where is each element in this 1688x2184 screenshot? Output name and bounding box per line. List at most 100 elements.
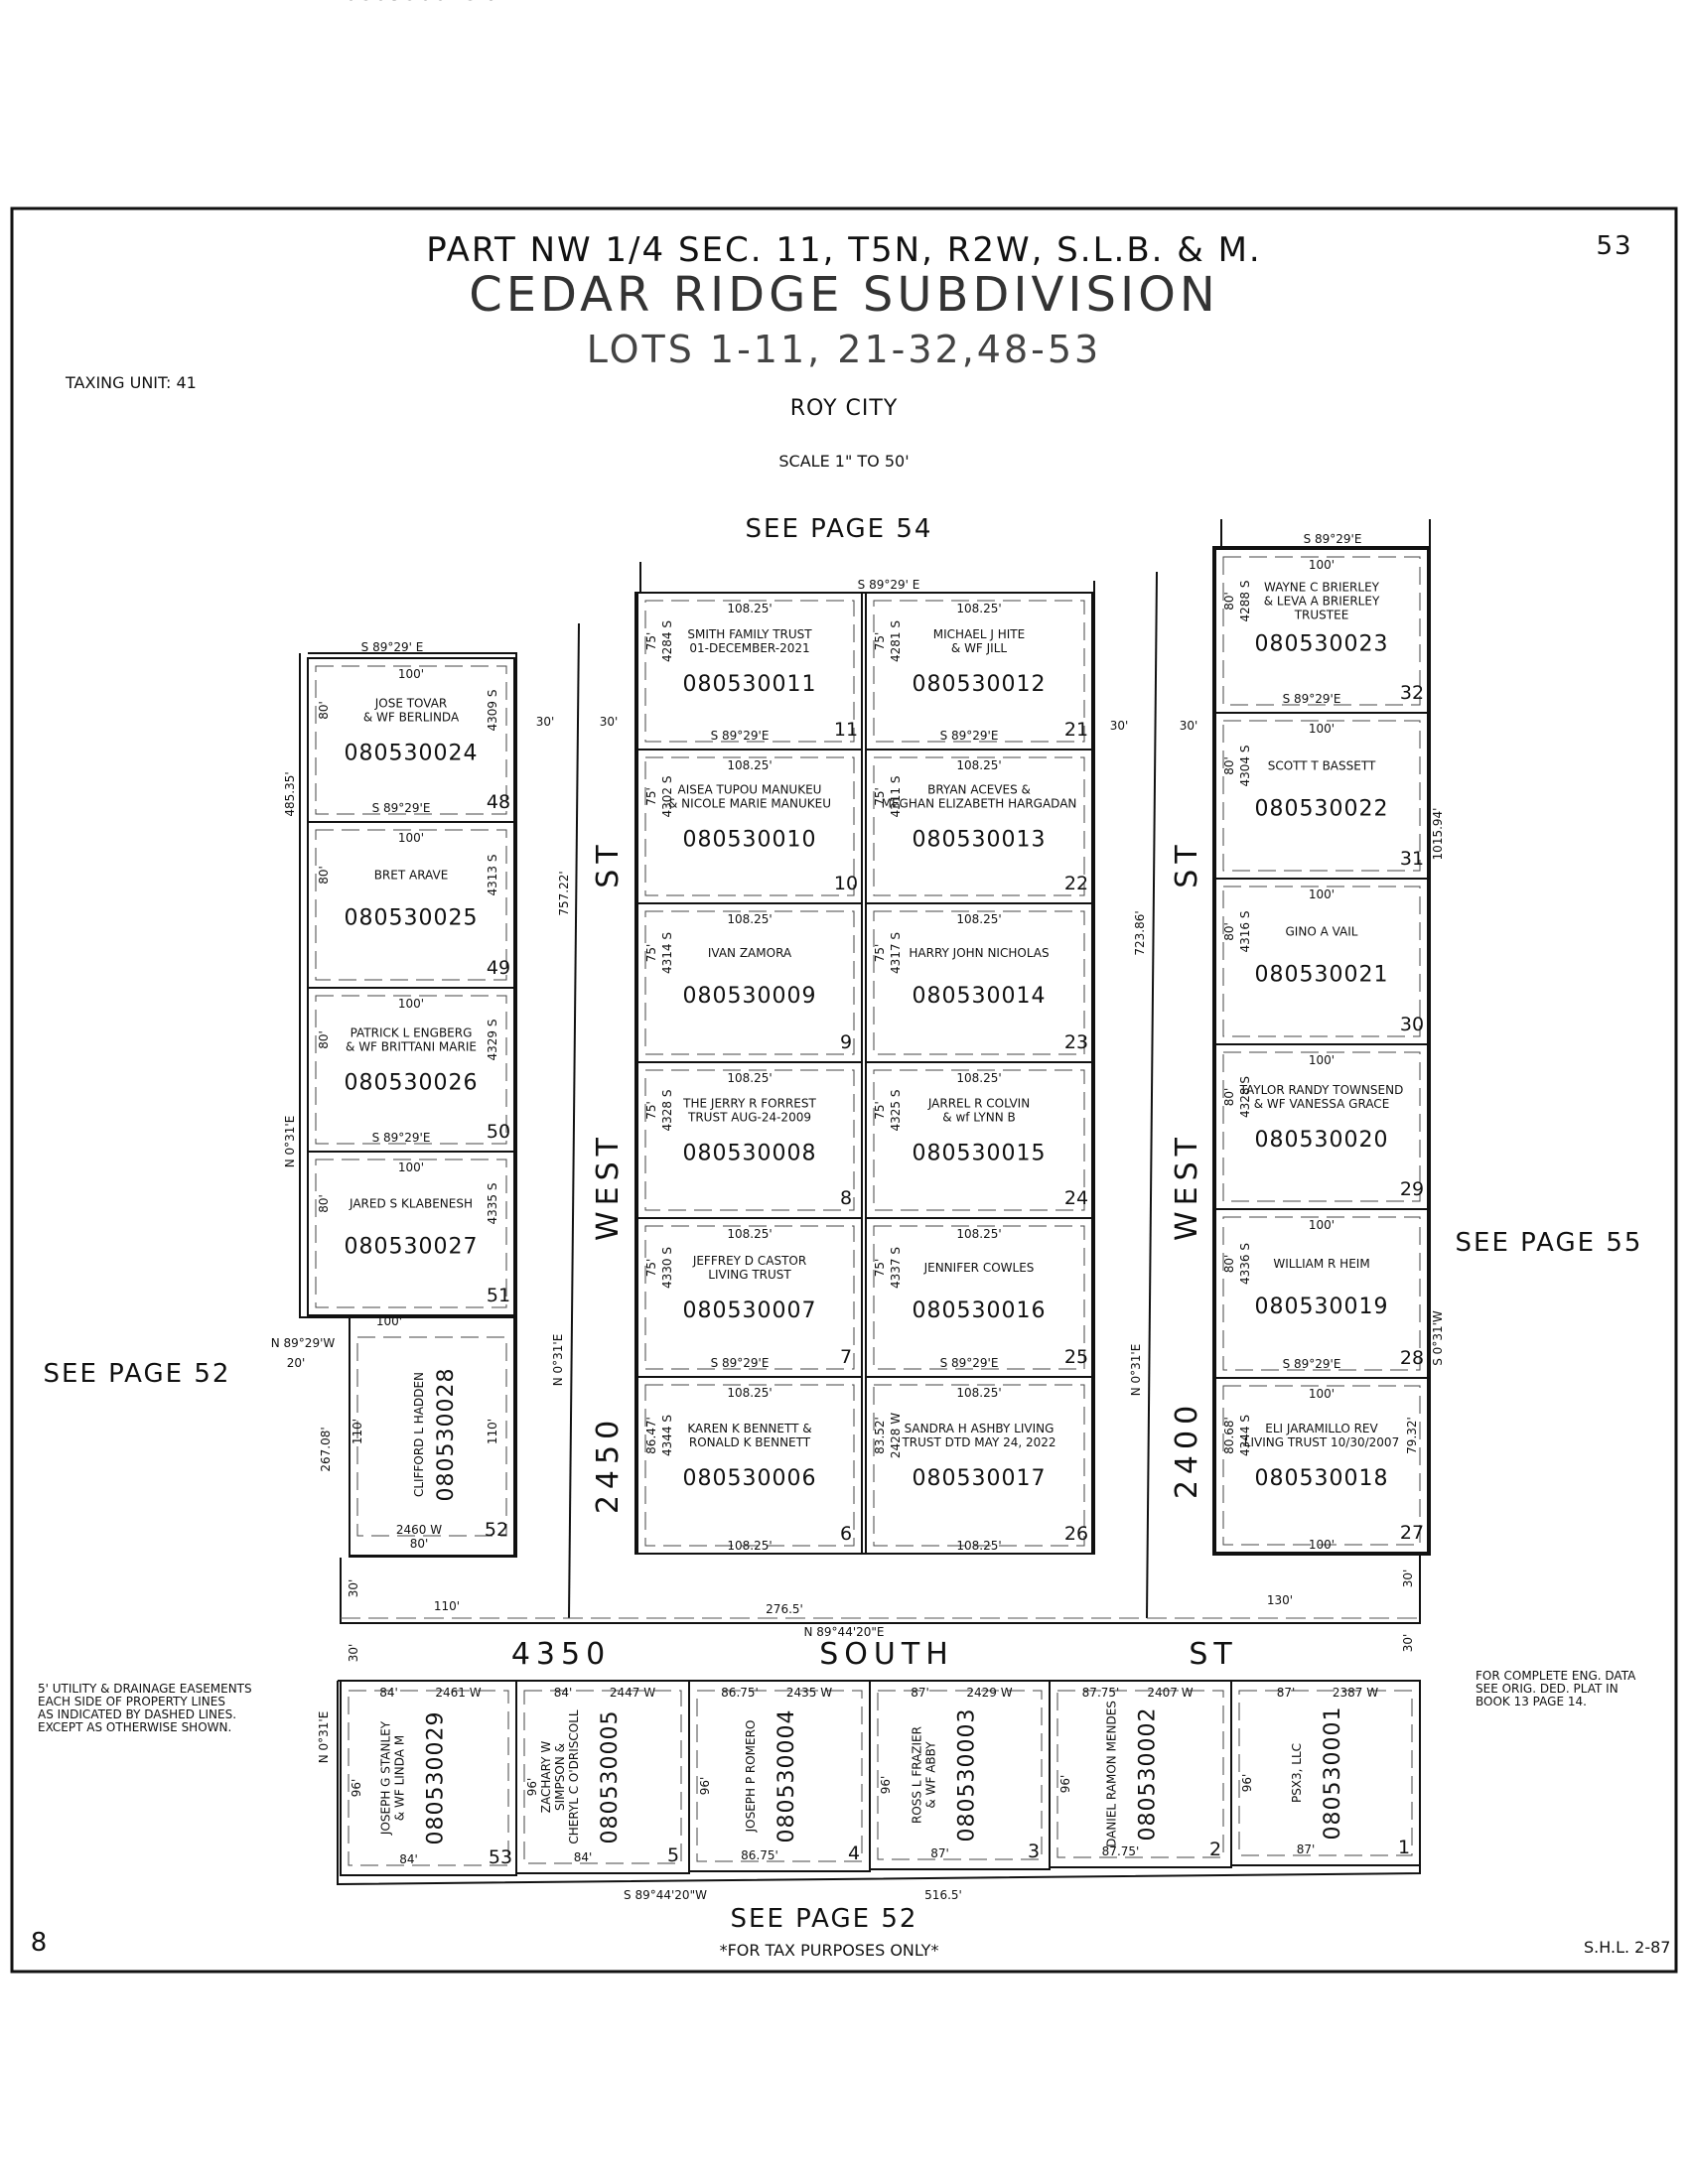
lot-depth: 75'	[644, 1101, 658, 1120]
dim-485: 485.35'	[283, 771, 297, 816]
owner-name: CLIFFORD L HADDEN	[349, 0, 474, 3]
parcel-number: 080530005	[598, 1710, 623, 1844]
dim-30-b: 30'	[600, 715, 619, 729]
lot-number: 8	[840, 1187, 852, 1209]
lot-boundary	[636, 749, 863, 904]
lot-boundary	[865, 749, 1093, 904]
lot-depth: 75'	[873, 1101, 887, 1120]
lot-address: 4311 S	[889, 776, 903, 818]
owner-name: WAYNE C BRIERLEY	[1264, 581, 1380, 595]
owner-name: JEFFREY D CASTOR	[692, 1254, 806, 1268]
parcel-lot52: CLIFFORD L HADDEN08053002852100'80'2460 …	[319, 0, 520, 6]
easement-line	[873, 1384, 1085, 1547]
lot-width: 108.25'	[727, 1227, 772, 1241]
owner-name: BRET ARAVE	[374, 869, 449, 883]
easement-line	[1222, 886, 1421, 1037]
easement-line	[1222, 1051, 1421, 1202]
street-4350: 4350	[511, 1637, 611, 1672]
lot-boundary	[1214, 1377, 1429, 1554]
lot-width: 84'	[554, 1686, 573, 1700]
lot-boundary	[307, 821, 515, 989]
easement-line	[356, 1336, 507, 1537]
parcel-number: 080530010	[683, 828, 817, 853]
easement-line	[873, 910, 1085, 1055]
lot-depth: 75'	[644, 632, 658, 651]
lot-width-bottom: 84'	[574, 1850, 593, 1864]
bearing-south-st: N 89°44'20"E	[804, 1625, 885, 1639]
lot-width-bottom: 87'	[930, 1846, 949, 1860]
owner-name: JENNIFER COWLES	[923, 1261, 1035, 1275]
bearing-right-top: S 89°29'E	[1304, 532, 1362, 546]
lot-width: 100'	[398, 667, 424, 681]
lot-width: 100'	[1309, 887, 1335, 901]
dim-110: 110'	[434, 1599, 460, 1613]
parcel-number: 080530003	[955, 1708, 980, 1843]
lot-width: 108.25'	[956, 602, 1001, 615]
right-block-outline	[1212, 546, 1431, 1556]
lot-depth: 96'	[1058, 1775, 1072, 1794]
lot-address: 2435 W	[786, 1686, 832, 1700]
lot-width: 87.75'	[1082, 1686, 1120, 1700]
easement-line	[873, 1069, 1085, 1211]
easement-note-1: 5' UTILITY & DRAINAGE EASEMENTS	[38, 1682, 252, 1696]
lot-address: 4304 S	[1238, 746, 1252, 787]
lot-boundary	[307, 657, 515, 823]
lot-bearing: S 89°29'E	[940, 729, 999, 743]
lot-number: 31	[1400, 848, 1424, 870]
owner-name: LIVING TRUST	[708, 1268, 791, 1282]
owner-name: LIVING TRUST 10/30/2007	[1244, 1435, 1399, 1449]
easement-line	[873, 1225, 1085, 1370]
dim-276: 276.5'	[766, 1602, 803, 1616]
scale-text: SCALE 1" TO 50'	[778, 452, 909, 471]
lot-number: 48	[487, 791, 510, 813]
lot-address: 4344 S	[660, 1415, 674, 1456]
lot-boundary	[307, 1151, 515, 1316]
lot-number: 1	[1398, 1837, 1410, 1858]
lot-address: 2387 W	[1333, 1686, 1378, 1700]
lot-width-bottom: 87'	[1297, 1843, 1316, 1856]
parcel-number: 080530001	[1321, 1706, 1345, 1841]
parcel-lot11: SMITH FAMILY TRUST01-DECEMBER-2021080530…	[636, 592, 863, 751]
bearing-bottom-side: N 0°31'E	[317, 1711, 331, 1764]
lot-address: 4302 S	[660, 776, 674, 818]
owner-name: ZACHARY W	[539, 1741, 553, 1814]
lot-width: 108.25'	[727, 1386, 772, 1400]
lot-address: 4316 S	[1238, 911, 1252, 953]
street-2400-st: ST	[1170, 839, 1204, 887]
easement-line	[315, 829, 507, 981]
easement-note-4: EXCEPT AS OTHERWISE SHOWN.	[38, 1720, 231, 1734]
lot-number: 6	[840, 1523, 852, 1545]
lot-depth: 96'	[1240, 1774, 1254, 1793]
owner-name: & wf LYNN B	[942, 1111, 1015, 1125]
parcel-number: 080530018	[1255, 1466, 1389, 1491]
footer-center: *FOR TAX PURPOSES ONLY*	[720, 1941, 939, 1960]
easement-note-3: AS INDICATED BY DASHED LINES.	[38, 1707, 236, 1721]
lot-number: 29	[1400, 1178, 1424, 1200]
lot-address: 4325 S	[889, 1090, 903, 1132]
dim-516: 516.5'	[924, 1888, 962, 1902]
lot-width: 108.25'	[956, 912, 1001, 926]
easement-line	[873, 600, 1085, 743]
lot-boundary	[636, 1217, 863, 1378]
lot-boundary	[865, 592, 1093, 751]
lot-address: 4337 S	[889, 1247, 903, 1289]
bearing-jog: N 89°29'W	[271, 1336, 336, 1350]
easement-line	[1238, 1690, 1413, 1856]
parcel-number: 080530009	[683, 984, 817, 1009]
owner-name: CLIFFORD L HADDEN	[412, 1372, 426, 1497]
lot-width: 108.25'	[727, 602, 772, 615]
lot-address: 4288 S	[1238, 581, 1252, 622]
lot-number: 3	[1028, 1841, 1040, 1862]
lot-width: 108.25'	[727, 912, 772, 926]
parcel-lot10: AISEA TUPOU MANUKEU& NICOLE MARIE MANUKE…	[636, 749, 863, 904]
owner-name: SCOTT T BASSETT	[1268, 759, 1376, 773]
lot-number: 52	[487, 0, 510, 5]
see-page-bottom: SEE PAGE 52	[731, 1904, 918, 1934]
